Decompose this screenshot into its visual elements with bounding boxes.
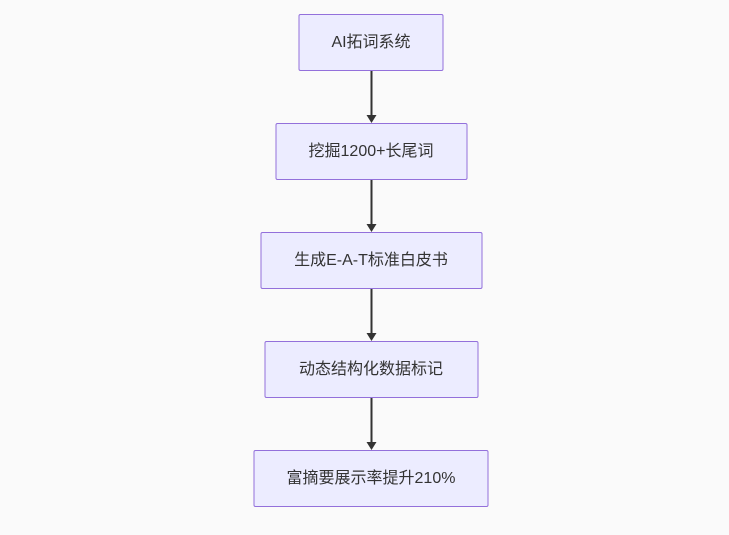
- arrow-line: [370, 398, 372, 442]
- arrow-line: [370, 180, 372, 224]
- arrow-line: [370, 289, 372, 333]
- flowchart-edge-4: [366, 398, 376, 450]
- arrow-head-icon: [366, 442, 376, 450]
- flowchart-node-eat-whitepaper: 生成E-A-T标准白皮书: [260, 232, 482, 289]
- flowchart-edge-3: [366, 289, 376, 341]
- node-label: AI拓词系统: [331, 33, 411, 51]
- arrow-head-icon: [366, 115, 376, 123]
- flowchart-node-structured-data-markup: 动态结构化数据标记: [264, 341, 478, 398]
- node-label: 动态结构化数据标记: [298, 360, 443, 378]
- node-label: 挖掘1200+长尾词: [308, 142, 434, 160]
- flowchart-node-longtail-mining: 挖掘1200+长尾词: [275, 123, 467, 180]
- flowchart-node-rich-snippet-uplift: 富摘要展示率提升210%: [253, 450, 489, 507]
- flowchart-node-ai-word-expansion: AI拓词系统: [298, 14, 444, 71]
- flowchart-edge-1: [366, 71, 376, 123]
- node-label: 富摘要展示率提升210%: [286, 469, 456, 487]
- arrow-line: [370, 71, 372, 115]
- flowchart-edge-2: [366, 180, 376, 232]
- arrow-head-icon: [366, 224, 376, 232]
- flowchart: AI拓词系统 挖掘1200+长尾词 生成E-A-T标准白皮书 动态结构化数据标记: [253, 14, 489, 507]
- arrow-head-icon: [366, 333, 376, 341]
- node-label: 生成E-A-T标准白皮书: [294, 251, 448, 269]
